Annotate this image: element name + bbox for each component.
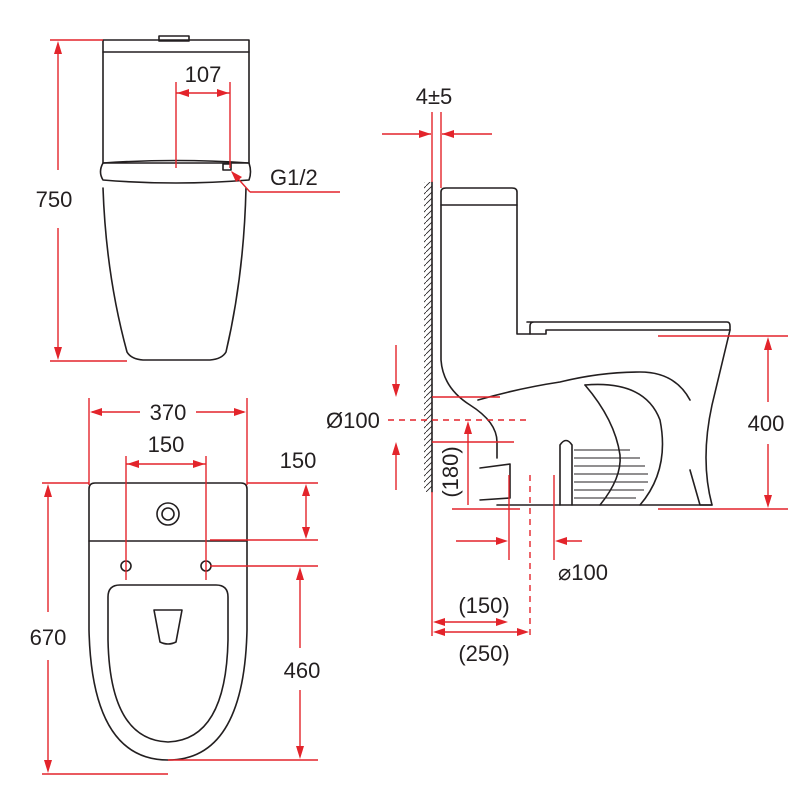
- seat-lid-front: [99, 159, 252, 184]
- label-wall-gap: 4±5: [416, 84, 453, 109]
- bowl-front: [102, 187, 247, 361]
- front-profile: [689, 329, 731, 506]
- foot-recess: [559, 439, 573, 506]
- label-bolt-offset-150: 150: [280, 448, 317, 473]
- dimension-top-depth: 670: [30, 482, 168, 775]
- label-g-half-thread: G1/2: [270, 165, 318, 190]
- callout-inlet-thread: G1/2: [231, 165, 340, 193]
- flush-button-top: [158, 35, 190, 42]
- label-seat-height-400: 400: [748, 411, 785, 436]
- label-bolt-to-front-460: 460: [284, 658, 321, 683]
- label-rough-in-150: (150): [458, 593, 509, 618]
- bowl-opening: [153, 609, 183, 645]
- label-outlet-height: (180): [438, 446, 463, 497]
- label-depth-670: 670: [30, 625, 67, 650]
- seat-top-outline: [107, 584, 229, 743]
- dimension-wall-gap: 4±5: [382, 84, 492, 188]
- bowl-curve: [477, 371, 691, 401]
- water-inlet: [222, 163, 232, 171]
- trapway-inner: [584, 383, 664, 506]
- dimension-seat-height: 400: [658, 335, 788, 510]
- wall-hatching: [424, 182, 432, 492]
- label-floor-outlet-diameter: ⌀100: [558, 560, 608, 585]
- bowl-top-outline: [88, 540, 248, 761]
- tank-top-outline: [88, 482, 248, 542]
- label-rough-in-250: (250): [458, 641, 509, 666]
- flush-button-outer: [156, 502, 180, 526]
- trapway-glaze-lines: [574, 449, 648, 499]
- dimension-rough-in: (150) (250): [431, 492, 529, 666]
- dimension-front-height: 750: [36, 39, 127, 362]
- dimension-outlet-diameter: Ø100: [326, 345, 530, 490]
- flush-button-inner: [161, 507, 175, 521]
- label-height-750: 750: [36, 187, 73, 212]
- label-outlet-diameter: Ø100: [326, 408, 380, 433]
- front-view: 750 107 G1/2: [36, 35, 340, 362]
- label-bolt-spacing-150: 150: [148, 432, 185, 457]
- label-width-370: 370: [150, 400, 187, 425]
- side-view-outline: [440, 187, 731, 506]
- top-view-outline: [88, 482, 248, 761]
- dimension-outlet-height: (180): [438, 421, 472, 505]
- dimension-top-width: 370: [88, 398, 248, 485]
- side-view: 4±5 Ø100 (180) 400: [326, 84, 788, 666]
- label-inlet-107: 107: [185, 62, 222, 87]
- dimension-bolt-spacing: 150: [125, 432, 207, 580]
- cistern-lid: [102, 39, 250, 53]
- dimension-inlet-offset: 107: [175, 62, 231, 168]
- rear-recess: [516, 204, 531, 335]
- body-side: [440, 204, 498, 459]
- outlet-pipe: [479, 463, 511, 501]
- cistern-side: [440, 187, 518, 206]
- dimension-floor-outlet: ⌀100: [452, 475, 608, 636]
- top-view: 370 150 150 670: [30, 398, 321, 775]
- dimension-bolt-offset: 150: [210, 448, 318, 541]
- trapway-curve: [584, 384, 621, 506]
- dimension-bolt-to-front: 460: [168, 565, 321, 761]
- seat-side: [526, 321, 731, 335]
